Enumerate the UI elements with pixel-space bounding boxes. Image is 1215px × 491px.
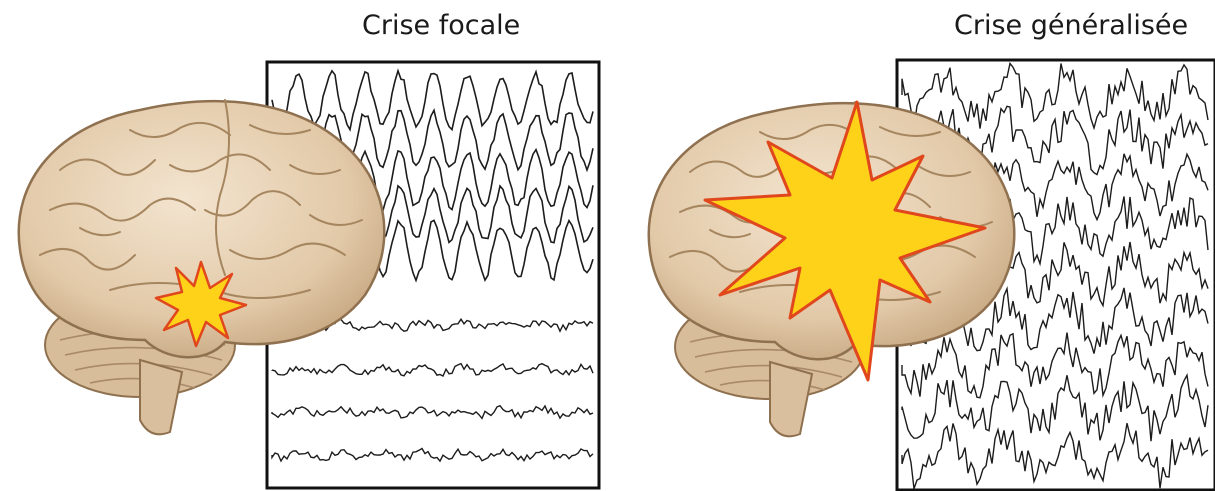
focal-panel — [19, 62, 599, 488]
generalized-panel — [649, 60, 1215, 490]
